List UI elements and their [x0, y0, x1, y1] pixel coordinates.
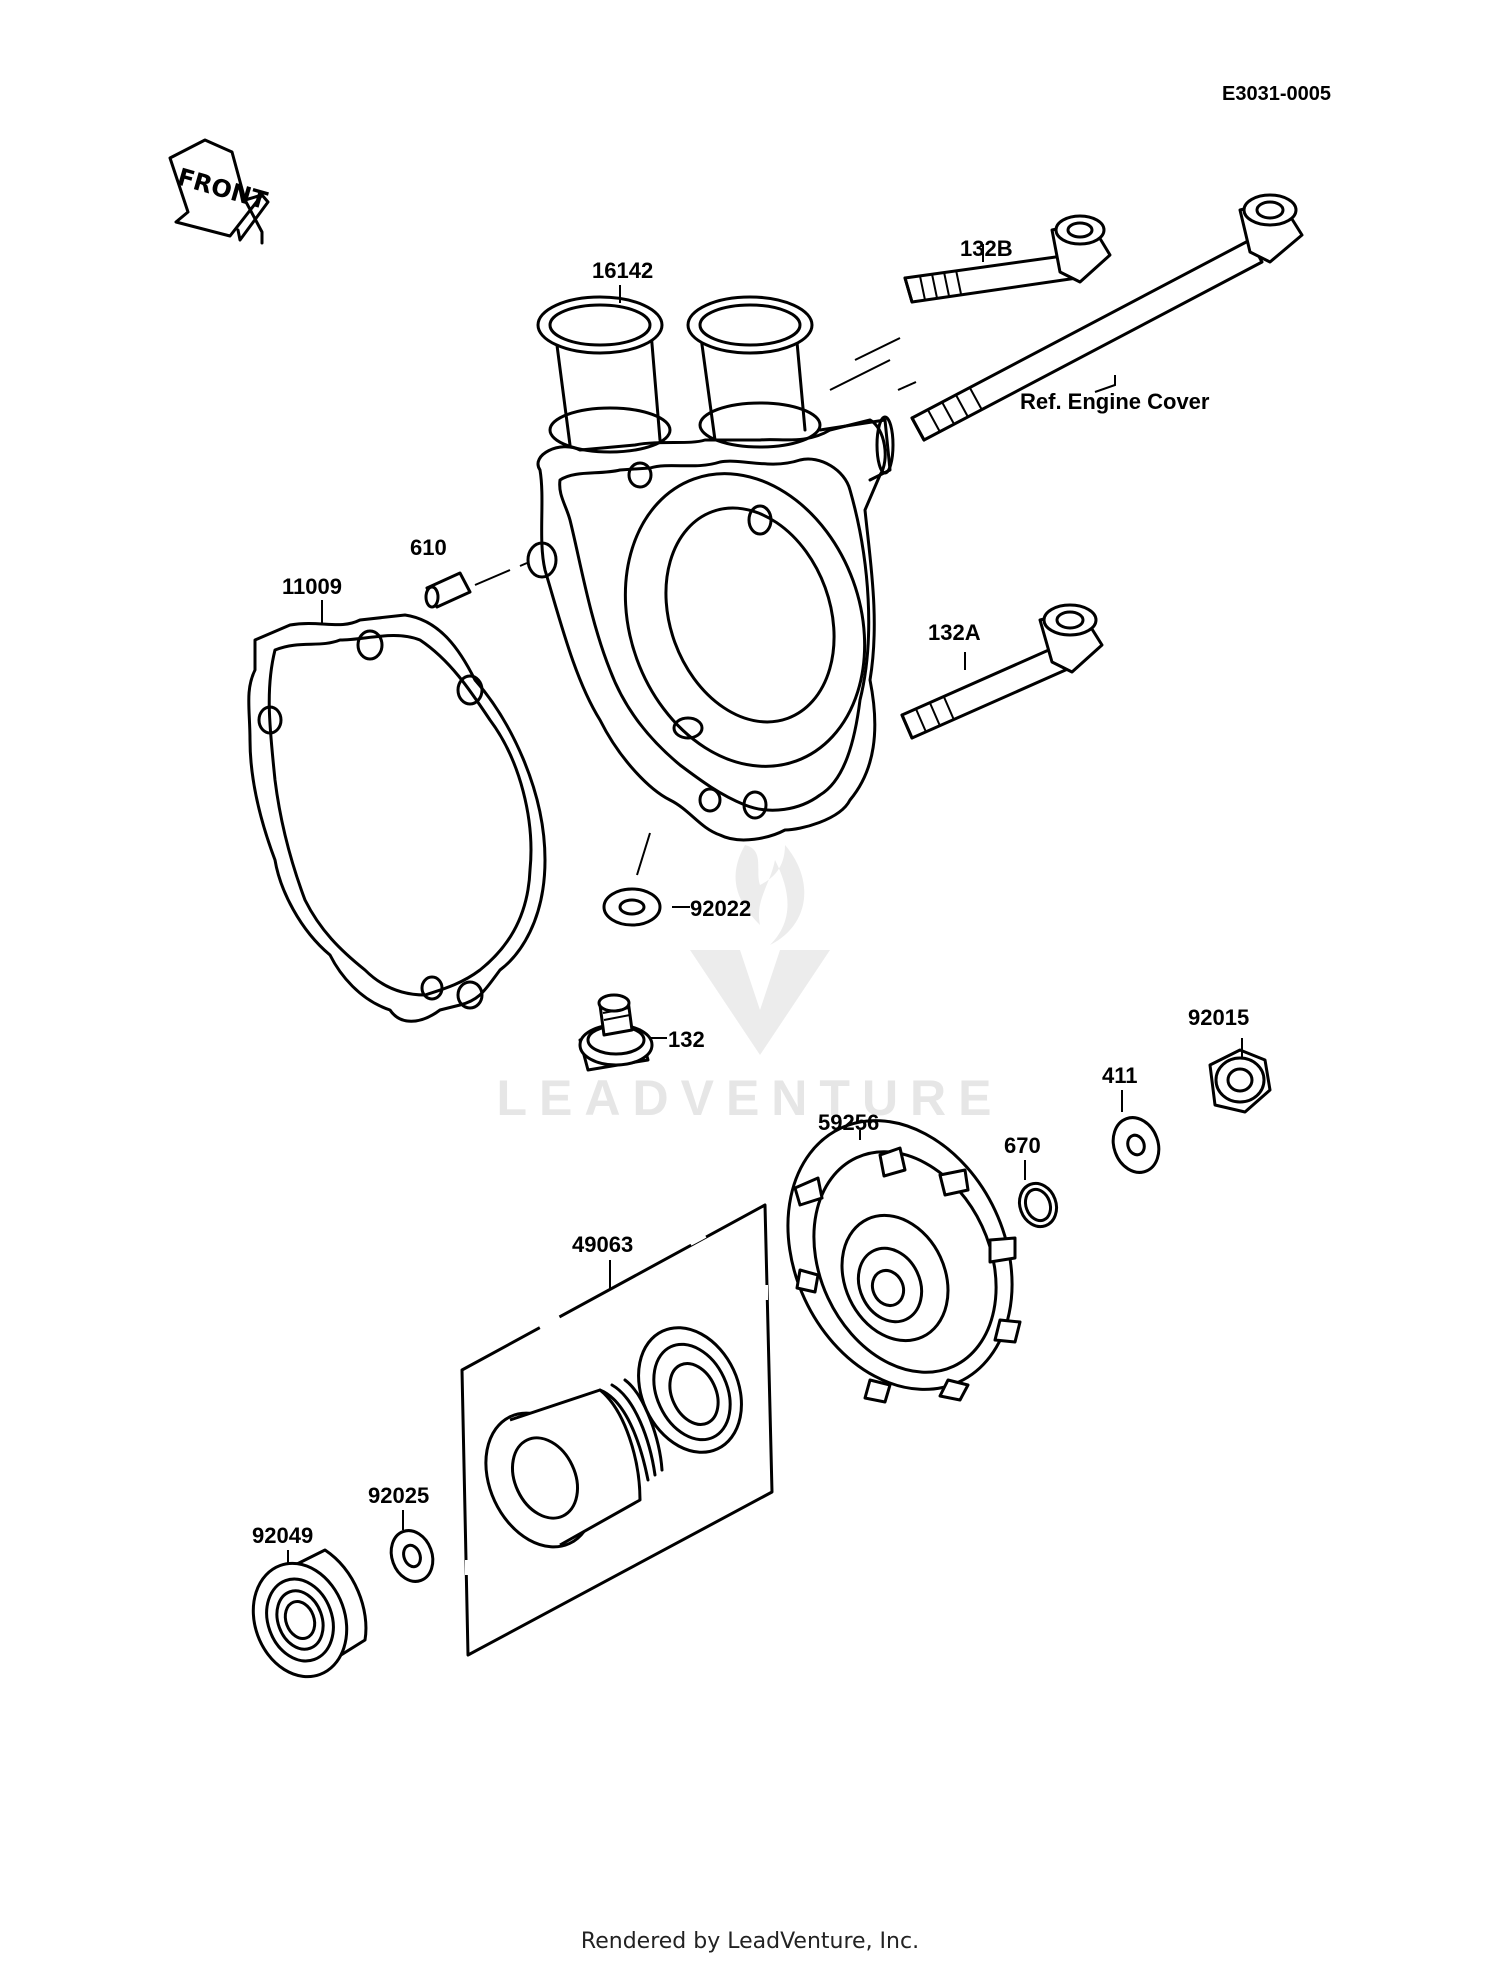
- label-92022: 92022: [690, 896, 751, 921]
- bolt-long-engine-cover: [910, 193, 1304, 442]
- washer-92022: [602, 832, 662, 927]
- nut-92015: [1208, 1038, 1272, 1114]
- leadventure-watermark: LEADVENTURE: [496, 845, 1003, 1126]
- dowel-pin-610: [424, 562, 528, 609]
- label-11009: 11009: [282, 574, 342, 599]
- label-49063: 49063: [572, 1232, 633, 1257]
- footer-credit: Rendered by LeadVenture, Inc.: [581, 1929, 919, 1954]
- bolt-132b: [903, 214, 1112, 304]
- diagram-code: E3031-0005: [1222, 83, 1331, 105]
- label-132: 132: [668, 1027, 705, 1052]
- label-92049: 92049: [252, 1523, 313, 1548]
- leader-lines: [321, 244, 1116, 1039]
- label-132b: 132B: [960, 236, 1013, 261]
- pump-cover: [526, 295, 895, 842]
- drain-bolt-132: [578, 993, 654, 1072]
- bearing-92049: [251, 1548, 368, 1679]
- label-16142: 16142: [592, 258, 653, 283]
- part-labels: 16142 132B Ref. Engine Cover 610 11009 1…: [252, 236, 1249, 1548]
- front-arrow: FRONT: [168, 138, 271, 245]
- o-ring-670: [1017, 1160, 1059, 1229]
- label-59256: 59256: [818, 1110, 879, 1135]
- label-132a: 132A: [928, 620, 981, 645]
- washer-411: [1111, 1090, 1161, 1174]
- label-411: 411: [1102, 1063, 1138, 1088]
- watermark-text: LEADVENTURE: [496, 1070, 1003, 1126]
- label-670: 670: [1004, 1133, 1041, 1158]
- gasket-11009: [247, 613, 547, 1023]
- reference-note: Ref. Engine Cover: [1020, 389, 1210, 414]
- label-610: 610: [410, 535, 447, 560]
- bolt-132a: [900, 603, 1104, 740]
- impeller-59256: [786, 1119, 1022, 1404]
- mechanical-seal-49063: [460, 1203, 774, 1657]
- label-92025: 92025: [368, 1483, 429, 1508]
- label-92015: 92015: [1188, 1005, 1249, 1030]
- washer-92025: [389, 1510, 435, 1583]
